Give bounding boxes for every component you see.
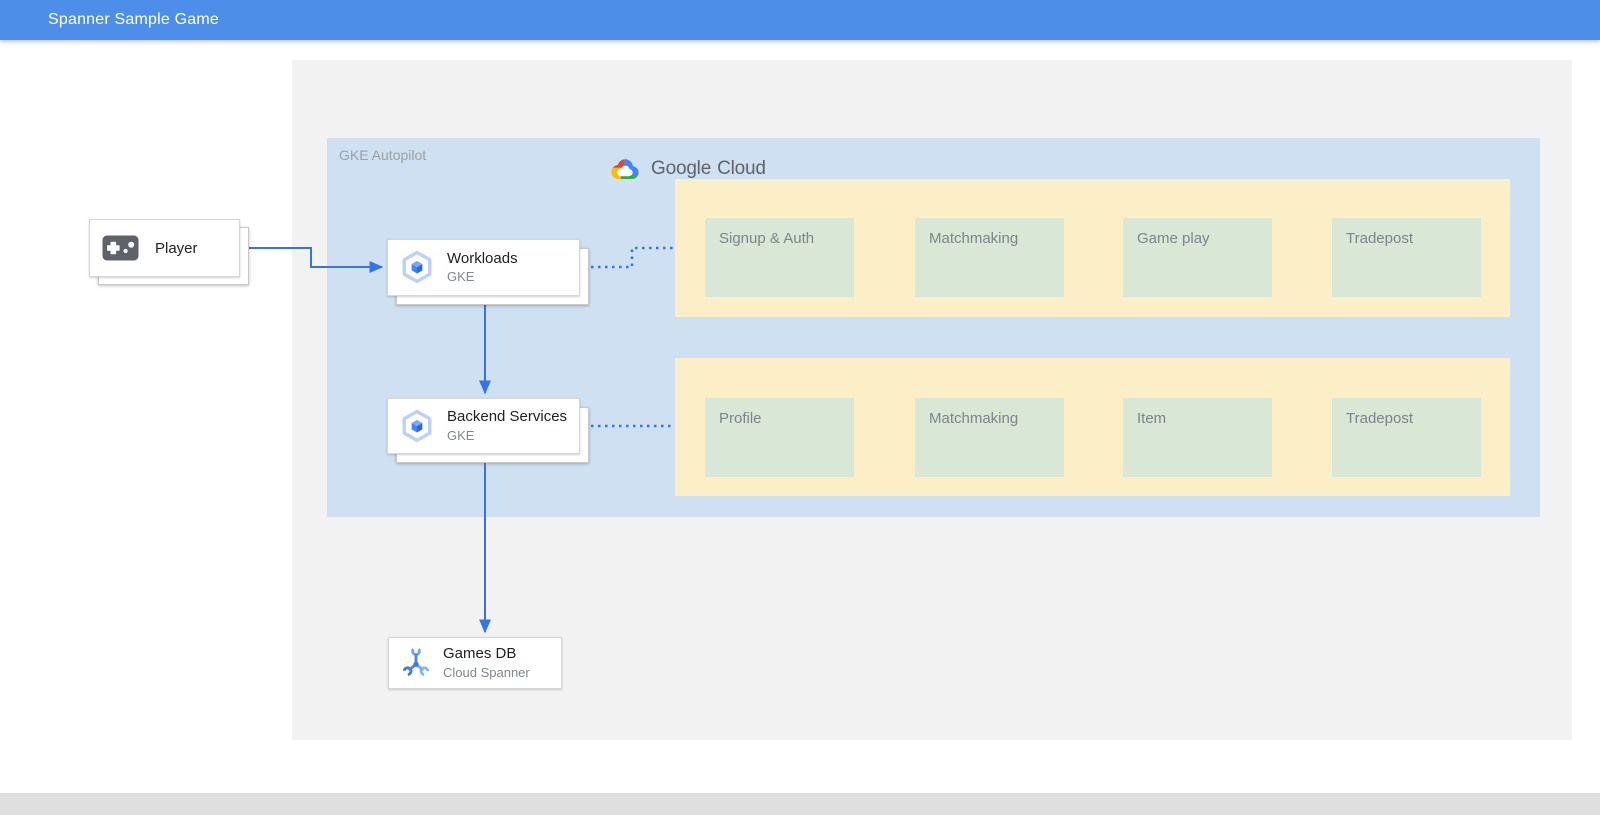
games-db-title: Games DB [443,645,517,662]
service-label: Matchmaking [929,230,1019,247]
service-label: Item [1137,410,1167,427]
service-label: Game play [1137,230,1210,247]
page-title: Spanner Sample Game [48,11,220,28]
service-label: Tradepost [1346,230,1413,247]
service-box-signup-auth: Signup & Auth [705,218,854,297]
player-label: Player [155,239,198,257]
games-db-node: Games DB Cloud Spanner [388,637,562,689]
footer-bar [0,793,1600,815]
backend-services-node: Backend Services GKE [387,398,580,454]
logo-text-google: Google [651,158,712,179]
service-label: Tradepost [1346,410,1413,427]
service-label: Matchmaking [929,410,1019,427]
games-db-subtitle: Cloud Spanner [443,664,530,680]
app-header: Spanner Sample Game [0,0,1600,40]
logo-text-cloud: Cloud [717,158,766,179]
backend-services-title: Backend Services [447,408,568,425]
gke-icon [400,408,434,445]
gke-autopilot-label: GKE Autopilot [339,147,427,163]
service-label: Signup & Auth [719,230,815,247]
service-box-game-play: Game play [1123,218,1272,297]
backend-services-subtitle: GKE [447,427,475,443]
workloads-subtitle: GKE [447,269,475,285]
workloads-node: Workloads GKE [387,239,580,296]
workloads-title: Workloads [447,249,518,267]
service-label: Profile [719,410,762,427]
google-cloud-logo: Google Cloud [609,152,766,186]
service-box-profile: Profile [705,398,854,477]
gke-icon [400,249,434,286]
service-box-item: Item [1123,398,1272,477]
service-box-matchmaking-2: Matchmaking [915,398,1064,477]
cloud-spanner-icon [401,644,431,682]
gamepad-icon [102,235,139,261]
service-box-tradepost-2: Tradepost [1332,398,1481,477]
player-node: Player [89,219,240,277]
google-cloud-wordmark: Google Cloud [651,158,766,180]
service-box-matchmaking-1: Matchmaking [915,218,1064,297]
google-cloud-icon [609,156,641,182]
service-box-tradepost-1: Tradepost [1332,218,1481,297]
